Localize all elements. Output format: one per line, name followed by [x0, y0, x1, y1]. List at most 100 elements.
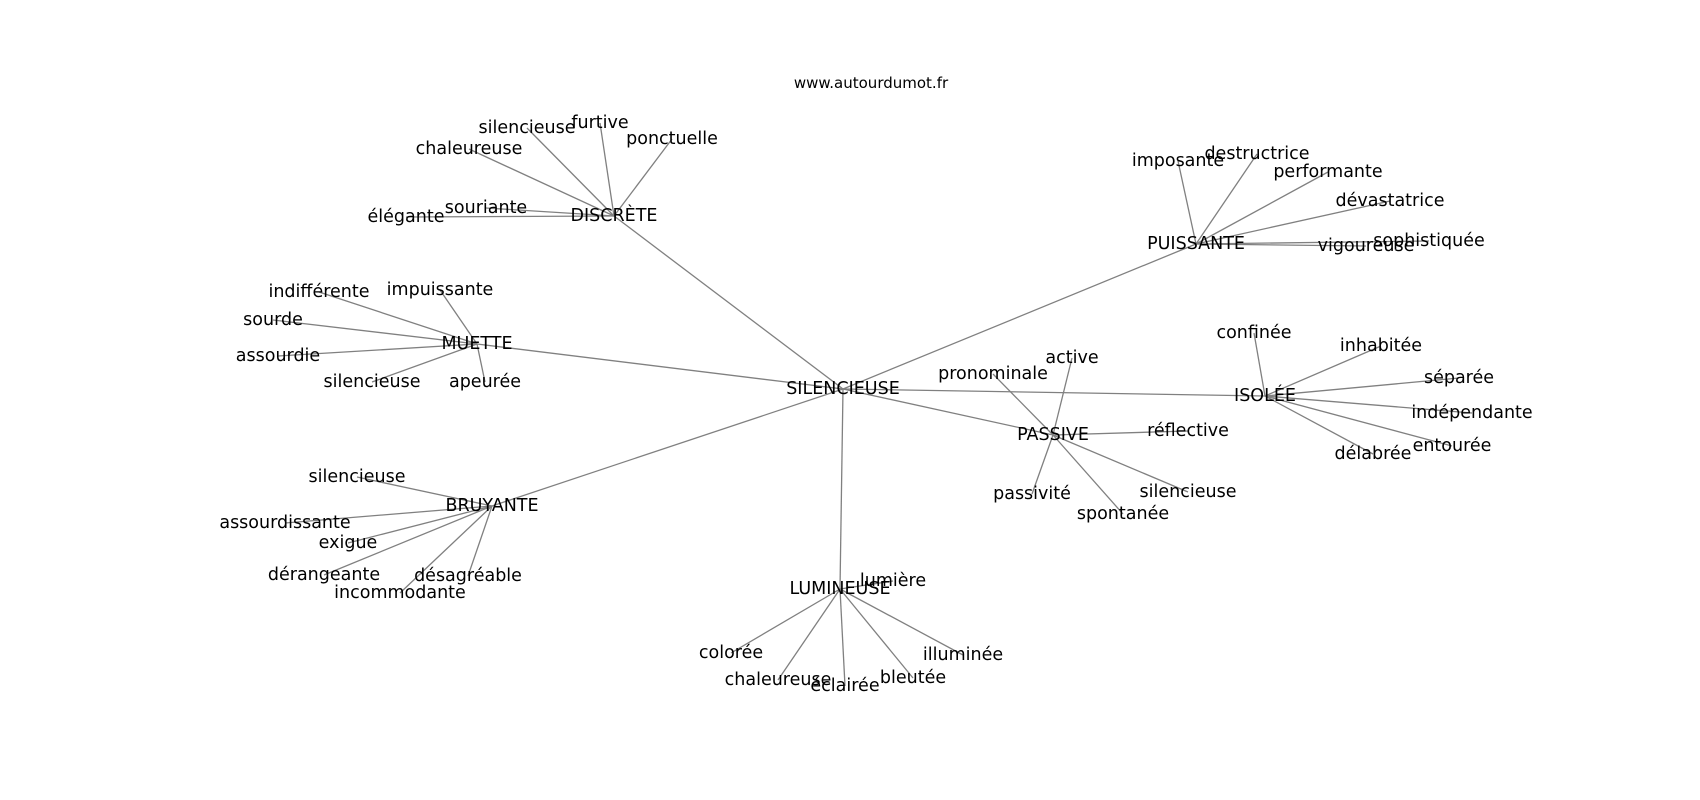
edge-passive-passivite [1031, 434, 1054, 495]
hub-node-muette: MUETTE [441, 334, 512, 354]
source-label: www.autourdumot.fr [794, 74, 949, 92]
edge-center-puissante [842, 243, 1197, 390]
leaf-node-discrete-souriante: souriante [445, 198, 527, 218]
edge-isolee-independante [1264, 395, 1473, 414]
edge-bruyante-derangeante [323, 505, 493, 576]
edge-puissante-performante [1195, 171, 1329, 245]
leaf-node-bruyante-silencieuse: silencieuse [309, 467, 406, 487]
leaf-node-discrete-chaleureuse: chaleureuse [416, 139, 523, 159]
edge-puissante-devastatrice [1195, 200, 1391, 245]
edge-puissante-destructrice [1195, 153, 1258, 245]
edge-bruyante-incommodante [399, 505, 493, 594]
leaf-node-lumineuse-lumiere: lumière [860, 571, 926, 591]
leaf-node-passive-active: active [1045, 348, 1098, 368]
edge-center-bruyante [491, 388, 844, 507]
labels: SILENCIEUSEDISCRÈTEsilencieusefurtivepon… [219, 113, 1532, 696]
edge-muette-assourdie [277, 343, 478, 357]
edge-isolee-separee [1264, 377, 1460, 397]
hub-node-bruyante: BRUYANTE [445, 496, 538, 516]
edge-center-passive [842, 388, 1054, 436]
leaf-node-bruyante-desagreable: désagréable [414, 566, 522, 586]
leaf-node-passive-pronominale: pronominale [938, 364, 1048, 384]
leaf-node-passive-silencieuse: silencieuse [1140, 482, 1237, 502]
edge-bruyante-silencieuse [356, 476, 493, 507]
edge-isolee-delabree [1264, 395, 1374, 455]
edge-discrete-silencieuse [526, 127, 615, 217]
edge-bruyante-assourdissante [284, 505, 493, 524]
edge-discrete-furtive [599, 122, 615, 217]
hub-node-passive: PASSIVE [1017, 425, 1089, 445]
leaf-node-bruyante-assourdissante: assourdissante [219, 513, 350, 533]
leaf-node-puissante-devastatrice: dévastatrice [1336, 191, 1445, 211]
edge-passive-active [1052, 357, 1073, 436]
edge-bruyante-desagreable [467, 505, 493, 577]
edge-lumineuse-illuminee [839, 588, 964, 656]
leaf-node-passive-spontanee: spontanée [1077, 504, 1169, 524]
edge-puissante-imposante [1177, 160, 1197, 245]
leaf-node-lumineuse-chaleureuse: chaleureuse [725, 670, 832, 690]
edge-lumineuse-lumiere [839, 580, 894, 590]
edge-lumineuse-eclairee [839, 588, 846, 687]
leaf-node-bruyante-incommodante: incommodante [334, 583, 466, 603]
edge-muette-sourde [272, 319, 478, 345]
leaf-node-muette-impuissante: impuissante [387, 280, 494, 300]
leaf-node-lumineuse-illuminee: illuminée [923, 645, 1003, 665]
edge-center-lumineuse [839, 388, 844, 590]
hub-node-isolee: ISOLÉE [1234, 384, 1296, 406]
edges [272, 122, 1473, 687]
leaf-node-isolee-independante: indépendante [1411, 403, 1532, 423]
leaf-node-lumineuse-coloree: colorée [699, 643, 763, 663]
leaf-node-isolee-inhabitee: inhabitée [1340, 336, 1422, 356]
hub-node-puissante: PUISSANTE [1147, 234, 1245, 254]
edge-puissante-sophistiquee [1195, 240, 1430, 245]
hub-node-discrete: DISCRÈTE [571, 204, 658, 226]
edge-bruyante-exigue [347, 505, 493, 544]
leaf-node-lumineuse-bleutee: bleutée [880, 668, 946, 688]
leaf-node-muette-apeuree: apeurée [449, 372, 521, 392]
edge-muette-silencieuse [371, 343, 478, 383]
leaf-node-discrete-furtive: furtive [571, 113, 628, 133]
edge-discrete-elegante [405, 215, 615, 218]
leaf-node-passive-passivite: passivité [993, 484, 1071, 504]
edge-isolee-entouree [1264, 395, 1453, 447]
edge-center-discrete [613, 215, 844, 390]
leaf-node-discrete-ponctuelle: ponctuelle [626, 129, 718, 149]
leaf-node-puissante-destructrice: destructrice [1204, 144, 1309, 164]
edge-center-isolee [842, 388, 1266, 397]
edge-puissante-vigoureuse [1195, 243, 1367, 247]
edge-discrete-souriante [485, 207, 615, 217]
leaf-node-isolee-separee: séparée [1424, 368, 1494, 388]
leaf-node-isolee-confinee: confinée [1216, 323, 1291, 343]
leaf-node-bruyante-exigue: exigue [319, 533, 378, 553]
edge-lumineuse-chaleureuse [777, 588, 841, 681]
edge-discrete-chaleureuse [468, 148, 615, 217]
leaf-node-passive-reflective: réflective [1147, 421, 1229, 441]
leaf-node-puissante-sophistiquee: sophistiquée [1373, 231, 1484, 251]
hub-node-lumineuse: LUMINEUSE [789, 579, 890, 599]
edge-isolee-confinee [1253, 332, 1266, 397]
leaf-node-puissante-vigoureuse: vigoureuse [1318, 236, 1415, 256]
leaf-node-discrete-silencieuse: silencieuse [479, 118, 576, 138]
leaf-node-muette-silencieuse: silencieuse [324, 372, 421, 392]
edge-muette-impuissante [439, 289, 478, 345]
leaf-node-bruyante-derangeante: dérangeante [268, 565, 380, 585]
edge-passive-reflective [1052, 430, 1189, 436]
leaf-node-lumineuse-eclairee: éclairée [810, 676, 879, 696]
edge-passive-pronominale [992, 373, 1054, 436]
leaf-node-isolee-delabree: délabrée [1335, 444, 1412, 464]
leaf-node-muette-sourde: sourde [243, 310, 303, 330]
edge-muette-apeuree [476, 343, 486, 383]
edge-passive-silencieuse [1052, 434, 1189, 493]
edge-center-muette [476, 343, 844, 390]
leaf-node-muette-indifferente: indifférente [268, 282, 369, 302]
leaf-node-discrete-elegante: élégante [368, 207, 445, 227]
leaf-node-isolee-entouree: entourée [1413, 436, 1492, 456]
leaf-node-puissante-performante: performante [1273, 162, 1382, 182]
edge-muette-indifferente [318, 291, 478, 345]
edge-lumineuse-bleutee [839, 588, 914, 679]
leaf-node-muette-assourdie: assourdie [236, 346, 320, 366]
leaf-node-puissante-imposante: imposante [1132, 151, 1224, 171]
center-node-label: SILENCIEUSE [786, 379, 900, 399]
edge-discrete-ponctuelle [613, 138, 673, 217]
